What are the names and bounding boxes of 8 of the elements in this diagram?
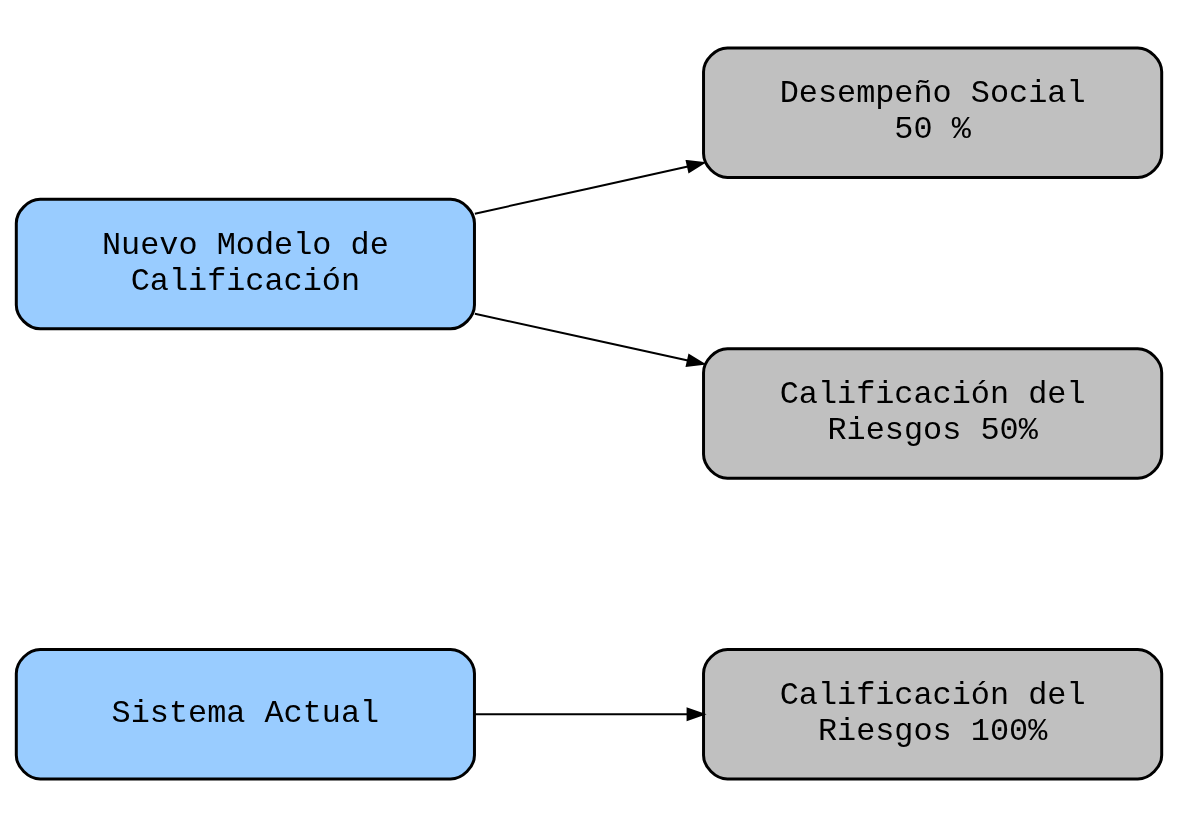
node-box: Calificación del Riesgos 50% — [702, 346, 1164, 480]
node-box: Desempeño Social 50 % — [702, 45, 1164, 179]
arrow — [473, 159, 707, 215]
node-box: Calificación del Riesgos 100% — [702, 647, 1164, 781]
arrow — [473, 312, 707, 367]
node-box: Nuevo Modelo de Calificación — [14, 197, 476, 330]
arrow — [473, 706, 707, 721]
node-box: Sistema Actual — [14, 647, 476, 781]
